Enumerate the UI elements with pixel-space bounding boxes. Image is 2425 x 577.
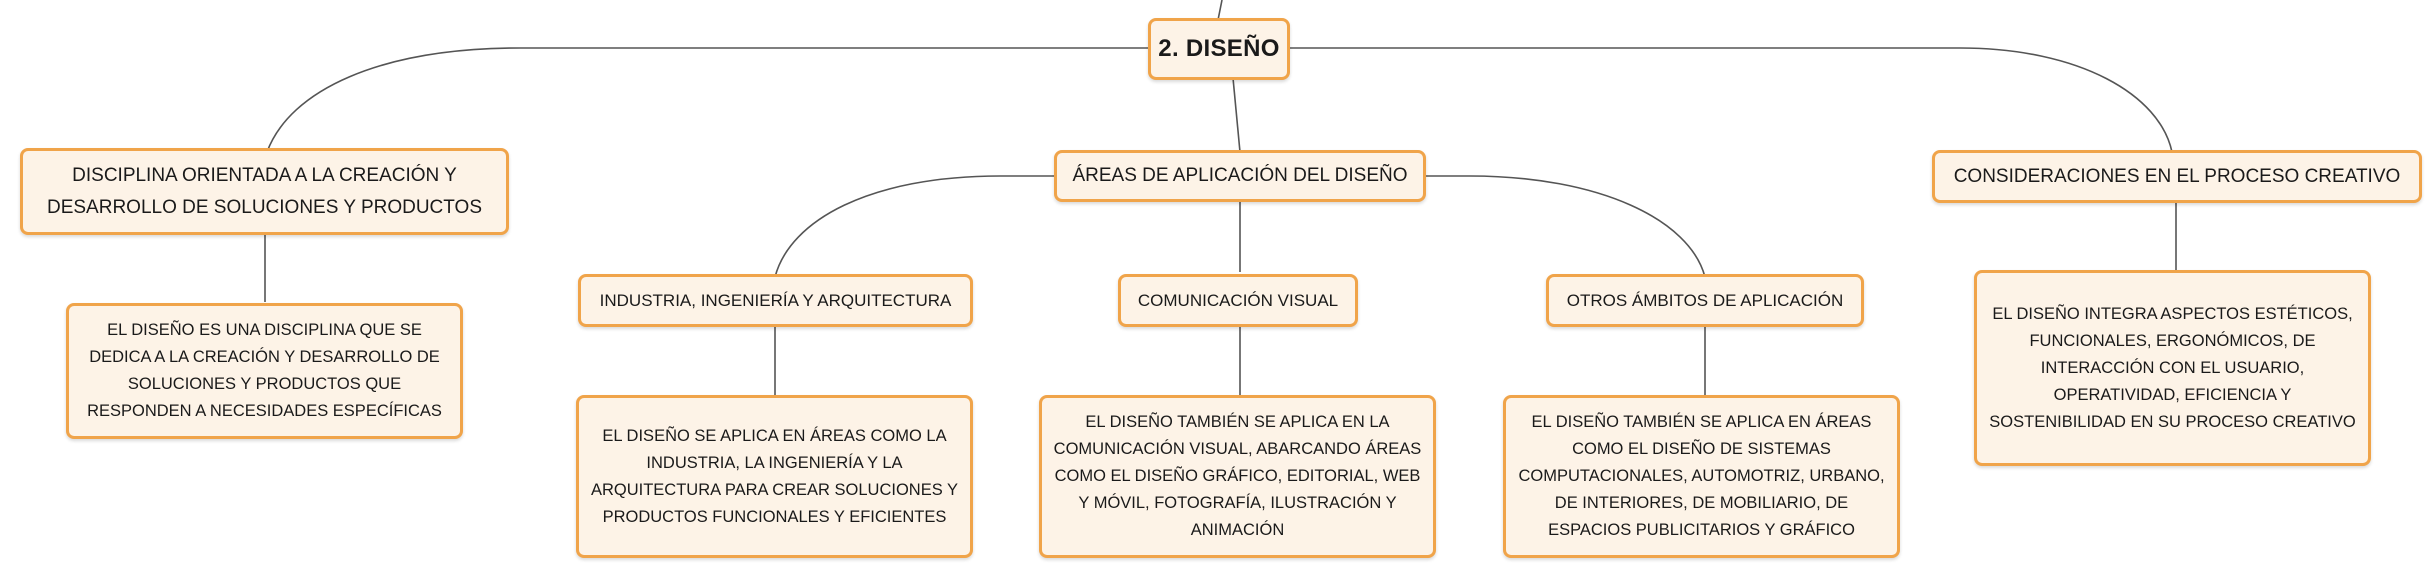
subbranch-otros-label: OTROS ÁMBITOS DE APLICACIÓN [1566, 290, 1844, 310]
connector-root-disciplina [266, 47, 1148, 153]
subbranch-industria[interactable]: INDUSTRIA, INGENIERÍA Y ARQUITECTURA [578, 274, 973, 327]
branch-areas[interactable]: ÁREAS DE APLICACIÓN DEL DISEÑO [1054, 150, 1426, 202]
detail-comunicacion-text: EL DISEÑO TAMBIÉN SE APLICA EN LA COMUNI… [1053, 413, 1422, 539]
connector-root-consideraciones [1288, 47, 2173, 153]
connector-areas-industria [774, 175, 1056, 278]
subbranch-industria-label: INDUSTRIA, INGENIERÍA Y ARQUITECTURA [599, 290, 952, 310]
detail-industria[interactable]: EL DISEÑO SE APLICA EN ÁREAS COMO LA IND… [576, 395, 973, 558]
detail-disciplina-text: EL DISEÑO ES UNA DISCIPLINA QUE SE DEDIC… [87, 321, 442, 420]
root-node[interactable]: 2. DISEÑO [1148, 18, 1290, 80]
branch-consideraciones-label: CONSIDERACIONES EN EL PROCESO CREATIVO [1953, 165, 2401, 187]
detail-disciplina[interactable]: EL DISEÑO ES UNA DISCIPLINA QUE SE DEDIC… [66, 303, 463, 439]
detail-comunicacion[interactable]: EL DISEÑO TAMBIÉN SE APLICA EN LA COMUNI… [1039, 395, 1436, 558]
detail-otros-text: EL DISEÑO TAMBIÉN SE APLICA EN ÁREAS COM… [1518, 413, 1885, 539]
branch-disciplina-label: DISCIPLINA ORIENTADA A LA CREACIÓN Y DES… [46, 164, 482, 218]
branch-areas-label: ÁREAS DE APLICACIÓN DEL DISEÑO [1072, 165, 1408, 186]
branch-consideraciones[interactable]: CONSIDERACIONES EN EL PROCESO CREATIVO [1932, 150, 2422, 203]
detail-industria-text: EL DISEÑO SE APLICA EN ÁREAS COMO LA IND… [590, 426, 959, 526]
branch-disciplina[interactable]: DISCIPLINA ORIENTADA A LA CREACIÓN Y DES… [20, 148, 509, 235]
detail-otros[interactable]: EL DISEÑO TAMBIÉN SE APLICA EN ÁREAS COM… [1503, 395, 1900, 558]
connector-root-parent [1217, 0, 1223, 21]
connector-root-areas [1232, 77, 1241, 153]
subbranch-comunicacion-label: COMUNICACIÓN VISUAL [1137, 290, 1339, 310]
subbranch-comunicacion[interactable]: COMUNICACIÓN VISUAL [1118, 274, 1358, 327]
detail-consideraciones[interactable]: EL DISEÑO INTEGRA ASPECTOS ESTÉTICOS, FU… [1974, 270, 2371, 466]
subbranch-otros[interactable]: OTROS ÁMBITOS DE APLICACIÓN [1546, 274, 1864, 327]
detail-consideraciones-text: EL DISEÑO INTEGRA ASPECTOS ESTÉTICOS, FU… [1989, 304, 2356, 431]
connector-areas-otros [1425, 175, 1706, 278]
root-label: 2. DISEÑO [1158, 35, 1280, 62]
